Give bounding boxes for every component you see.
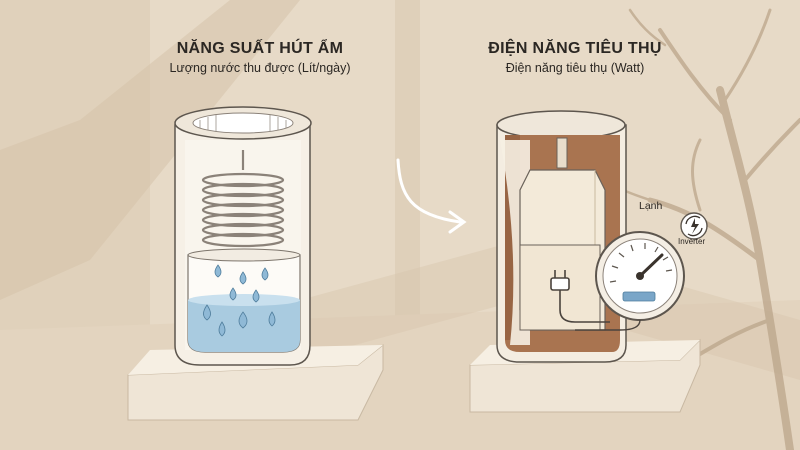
right-top-rim [497,111,625,139]
water-tank-rim [188,249,300,261]
gauge-display [623,292,655,301]
power-consumption-subtitle: Điện năng tiêu thụ (Watt) [450,61,700,75]
shaft [557,138,567,168]
water-surface [188,294,300,306]
dehumidify-capacity-title: NĂNG SUẤT HÚT ẨM [130,40,390,58]
cooling-mode-label: Lạnh [639,200,662,212]
power-consumption-title: ĐIỆN NĂNG TIÊU THỤ [450,40,700,58]
dehumidify-capacity-subtitle: Lượng nước thu được (Lít/ngày) [130,61,390,75]
inverter-icon [681,213,707,239]
inverter-label: Inverter [678,237,705,246]
